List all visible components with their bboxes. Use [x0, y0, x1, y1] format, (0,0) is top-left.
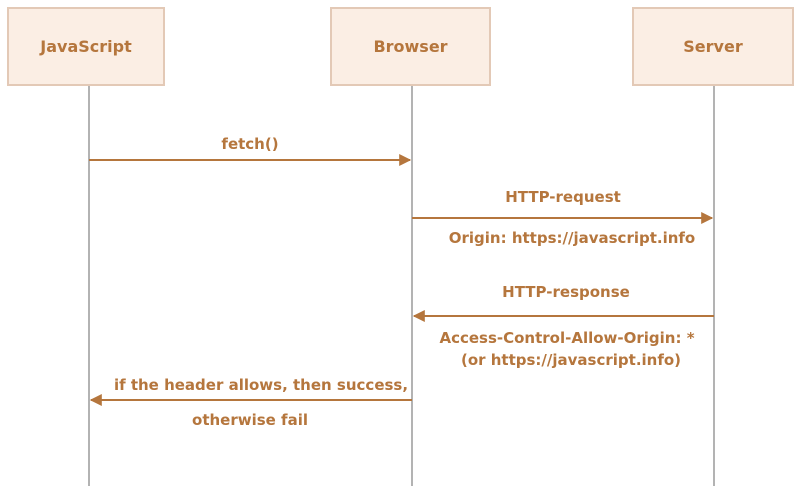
actor-browser: Browser — [330, 7, 491, 86]
actor-browser-label: Browser — [373, 37, 448, 56]
origin-header-label: Origin: https://javascript.info — [448, 229, 696, 247]
http-request-label: HTTP-request — [505, 188, 621, 206]
result-line1-label: if the header allows, then success, — [113, 376, 409, 394]
actor-javascript: JavaScript — [7, 7, 165, 86]
http-response-label: HTTP-response — [502, 283, 630, 301]
acao-header-label: Access-Control-Allow-Origin: * — [439, 329, 695, 347]
fetch-label: fetch() — [221, 135, 279, 153]
actor-javascript-label: JavaScript — [40, 37, 132, 56]
result-line2-label: otherwise fail — [192, 411, 308, 429]
actor-server-label: Server — [683, 37, 743, 56]
acao-alt-label: (or https://javascript.info) — [460, 351, 682, 369]
actor-server: Server — [632, 7, 794, 86]
